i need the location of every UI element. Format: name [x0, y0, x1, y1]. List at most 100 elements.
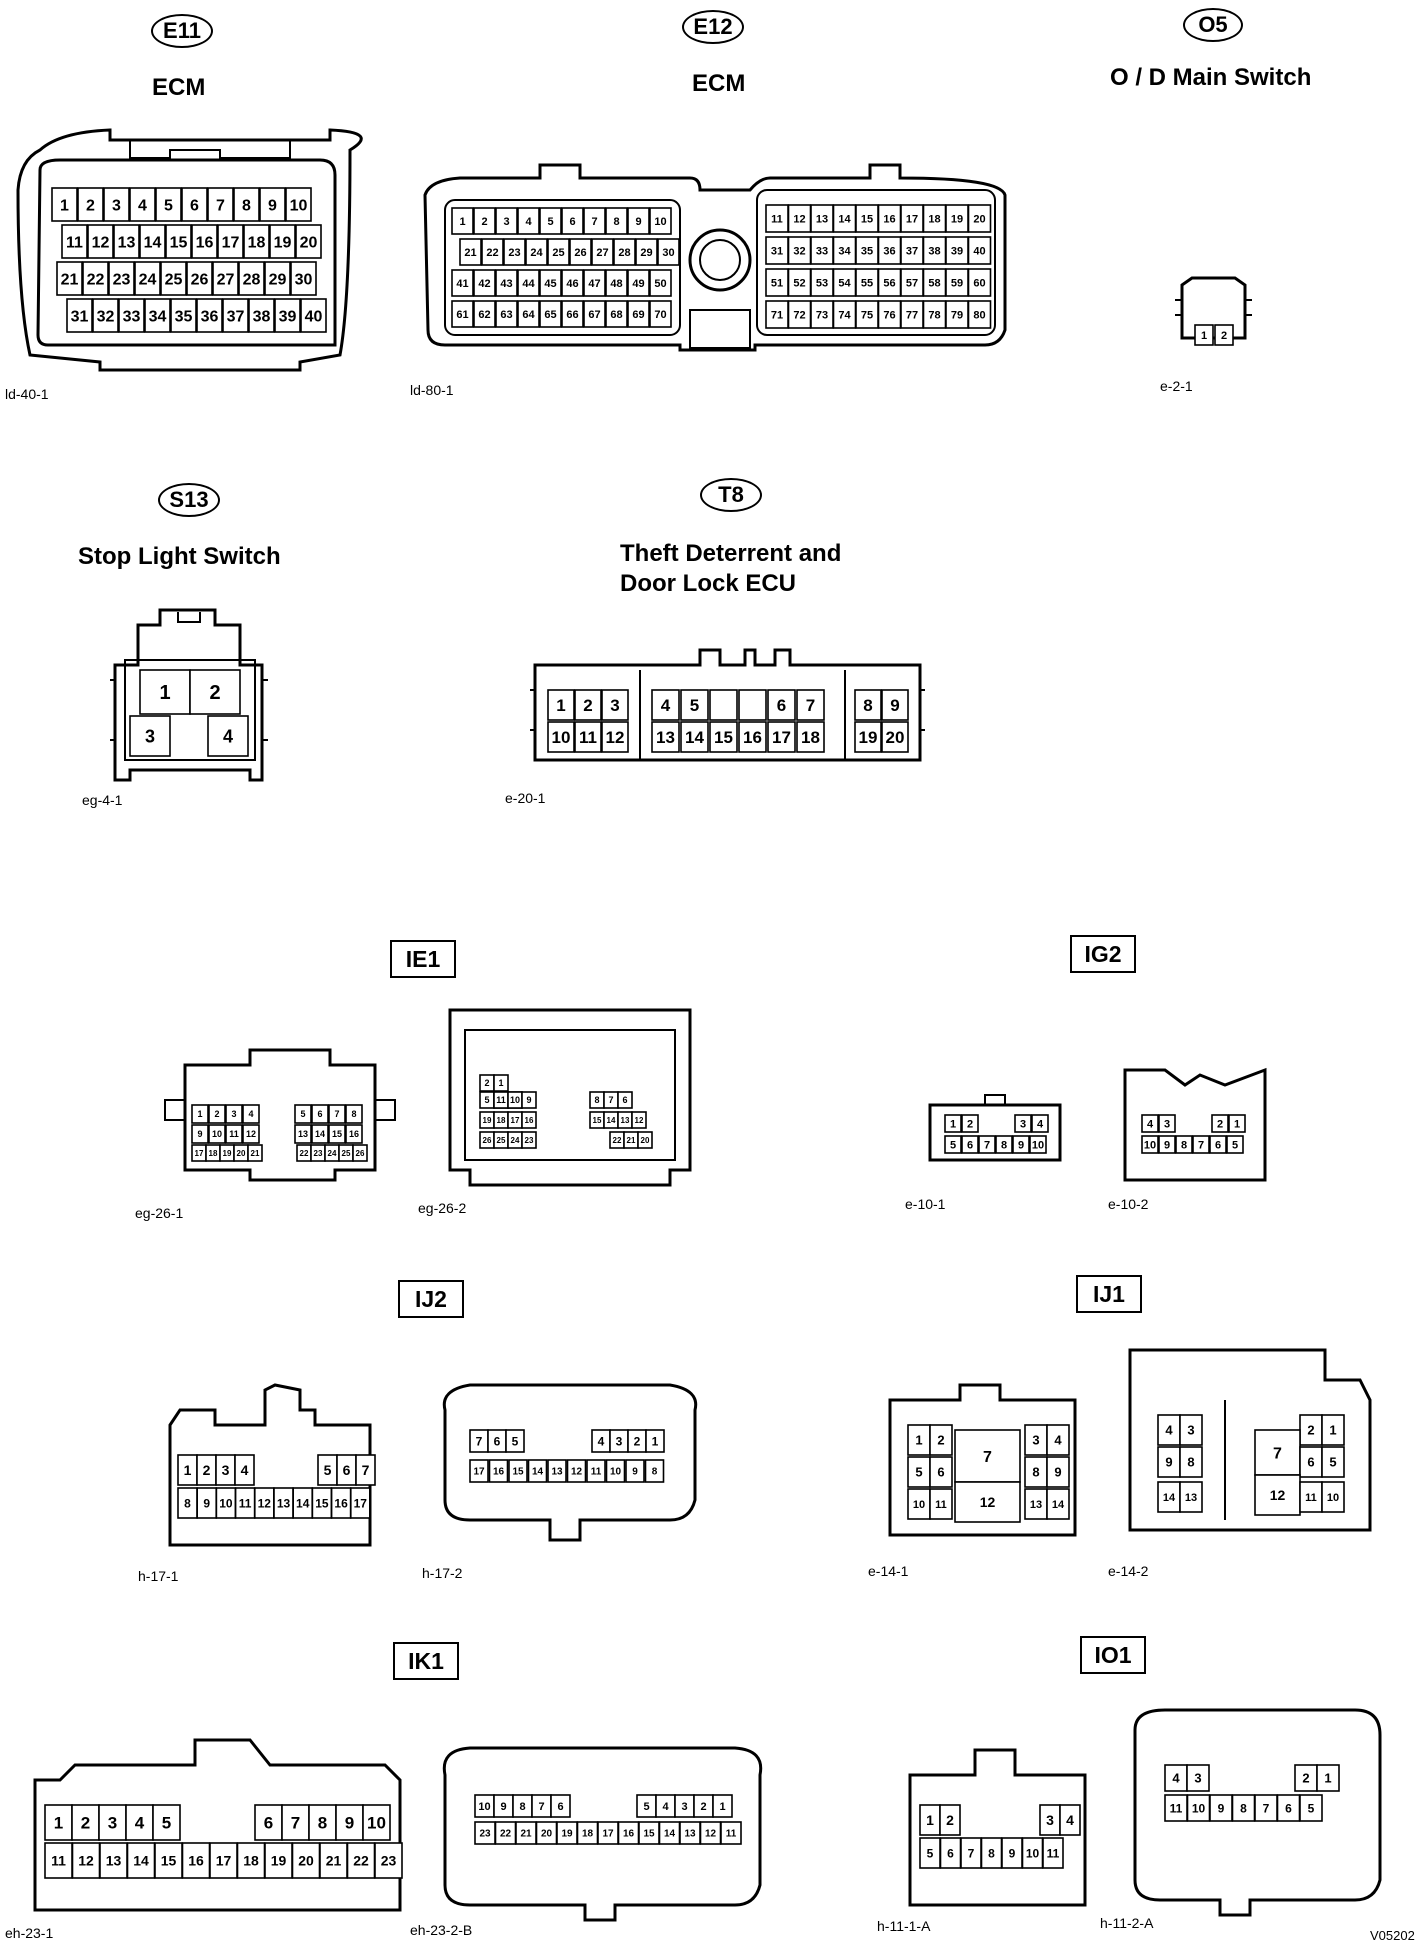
t8-pin-14: 14: [680, 721, 709, 753]
svg-text:3: 3: [108, 1814, 117, 1833]
e12-pin-35: 35: [855, 236, 879, 265]
svg-text:30: 30: [295, 271, 313, 288]
ik1-left-pin-17: 17: [209, 1842, 238, 1879]
svg-text:13: 13: [1030, 1499, 1042, 1511]
ie1-left-pin-26: 26: [352, 1144, 368, 1162]
ij1-left-pin-9: 9: [1046, 1456, 1070, 1488]
svg-text:6: 6: [264, 1814, 273, 1833]
ie1-right-pin-2: 2: [479, 1074, 495, 1092]
ij2-left-pin-14: 14: [292, 1487, 314, 1519]
svg-text:17: 17: [602, 1829, 614, 1840]
svg-text:13: 13: [277, 1496, 291, 1510]
svg-text:24: 24: [328, 1149, 337, 1158]
svg-text:5: 5: [915, 1465, 922, 1480]
svg-text:26: 26: [574, 247, 586, 259]
ik1-right-pin-3: 3: [674, 1794, 695, 1818]
ik1-left-pin-18: 18: [236, 1842, 266, 1879]
svg-text:1: 1: [54, 1814, 63, 1833]
svg-text:80: 80: [973, 309, 985, 321]
ik1-right-pin-18: 18: [576, 1821, 599, 1845]
svg-text:9: 9: [1165, 1455, 1172, 1470]
svg-text:10: 10: [367, 1814, 386, 1833]
e12-pin-48: 48: [605, 269, 628, 297]
svg-text:36: 36: [883, 245, 895, 257]
svg-text:14: 14: [532, 1467, 544, 1478]
e11-pin-2: 2: [77, 187, 104, 222]
e11-pin-29: 29: [264, 261, 291, 296]
e12-pin-64: 64: [517, 300, 540, 328]
ig2-left-pin-6: 6: [961, 1135, 979, 1154]
e11-pin-35: 35: [170, 298, 197, 333]
svg-text:1: 1: [1324, 1771, 1331, 1786]
ik1-right-pin-21: 21: [515, 1821, 537, 1845]
e12-pin-65: 65: [539, 300, 562, 328]
e12-pin-11: 11: [765, 204, 789, 233]
svg-text:10: 10: [1144, 1139, 1156, 1151]
ig2-right-pin-5: 5: [1226, 1135, 1244, 1154]
ij2-left-pin-3: 3: [215, 1454, 236, 1486]
svg-text:11: 11: [771, 213, 783, 225]
ie1-left-pin-8: 8: [345, 1104, 363, 1124]
e11-pin-30: 30: [290, 261, 317, 296]
svg-text:18: 18: [209, 1149, 218, 1158]
svg-text:8: 8: [594, 1095, 599, 1105]
io1-left-pin-10: 10: [1021, 1837, 1044, 1869]
e11-pin-23: 23: [108, 261, 135, 296]
e12-pin-24: 24: [525, 238, 548, 266]
ie1-right-pin-13: 13: [617, 1111, 633, 1129]
svg-text:12: 12: [635, 1116, 644, 1125]
ik1-left-pin-5: 5: [152, 1804, 181, 1841]
svg-text:10: 10: [1192, 1801, 1206, 1815]
svg-text:13: 13: [656, 728, 675, 747]
e11-pin-20: 20: [295, 224, 322, 259]
ij2-left-pin-11: 11: [234, 1487, 256, 1519]
svg-text:17: 17: [473, 1467, 485, 1478]
svg-text:42: 42: [478, 278, 490, 290]
svg-text:19: 19: [274, 234, 292, 251]
svg-text:9: 9: [632, 1467, 638, 1478]
e12-pin-44: 44: [517, 269, 540, 297]
svg-text:7: 7: [608, 1095, 613, 1105]
svg-text:1: 1: [498, 1078, 503, 1088]
ij1-left-pin-7: 7: [954, 1429, 1021, 1483]
svg-text:61: 61: [456, 309, 468, 321]
svg-text:6: 6: [937, 1465, 944, 1480]
ik1-left-pin-1: 1: [44, 1804, 73, 1841]
e12-pin-57: 57: [900, 268, 924, 297]
e11-pin-15: 15: [165, 224, 192, 259]
ij2-right-pin-9: 9: [625, 1459, 645, 1483]
svg-text:7: 7: [334, 1109, 339, 1119]
svg-text:2: 2: [1217, 1118, 1223, 1130]
ie1-left-pin-3: 3: [225, 1104, 243, 1124]
ij2-right-pin-2: 2: [627, 1429, 647, 1453]
svg-text:26: 26: [356, 1149, 365, 1158]
ij2-left-pin-10: 10: [215, 1487, 237, 1519]
t8-pin-18: 18: [796, 721, 825, 753]
e11-pin-4: 4: [129, 187, 156, 222]
ie1-left-pin-13: 13: [294, 1124, 312, 1144]
svg-text:39: 39: [951, 245, 963, 257]
svg-text:17: 17: [216, 1853, 232, 1869]
ij2-right-pin-12: 12: [566, 1459, 587, 1483]
svg-text:19: 19: [483, 1116, 492, 1125]
svg-text:69: 69: [632, 309, 644, 321]
svg-text:12: 12: [571, 1467, 583, 1478]
svg-text:57: 57: [906, 277, 918, 289]
svg-text:9: 9: [197, 1129, 202, 1139]
svg-text:5: 5: [162, 1814, 171, 1833]
svg-text:48: 48: [610, 278, 622, 290]
svg-text:5: 5: [927, 1846, 934, 1860]
ik1-left-pin-22: 22: [346, 1842, 376, 1879]
svg-text:9: 9: [268, 197, 277, 214]
svg-text:4: 4: [1037, 1118, 1044, 1130]
svg-text:9: 9: [635, 216, 641, 228]
e11-pin-32: 32: [92, 298, 119, 333]
svg-text:20: 20: [886, 728, 905, 747]
io1-right-pin-1: 1: [1316, 1764, 1340, 1792]
svg-text:13: 13: [621, 1116, 630, 1125]
svg-text:45: 45: [544, 278, 556, 290]
ie1-right-pin-5: 5: [479, 1091, 495, 1109]
ij2-right-pin-8: 8: [644, 1459, 665, 1483]
t8-pin-15: 15: [709, 721, 738, 753]
svg-text:6: 6: [343, 1462, 351, 1478]
